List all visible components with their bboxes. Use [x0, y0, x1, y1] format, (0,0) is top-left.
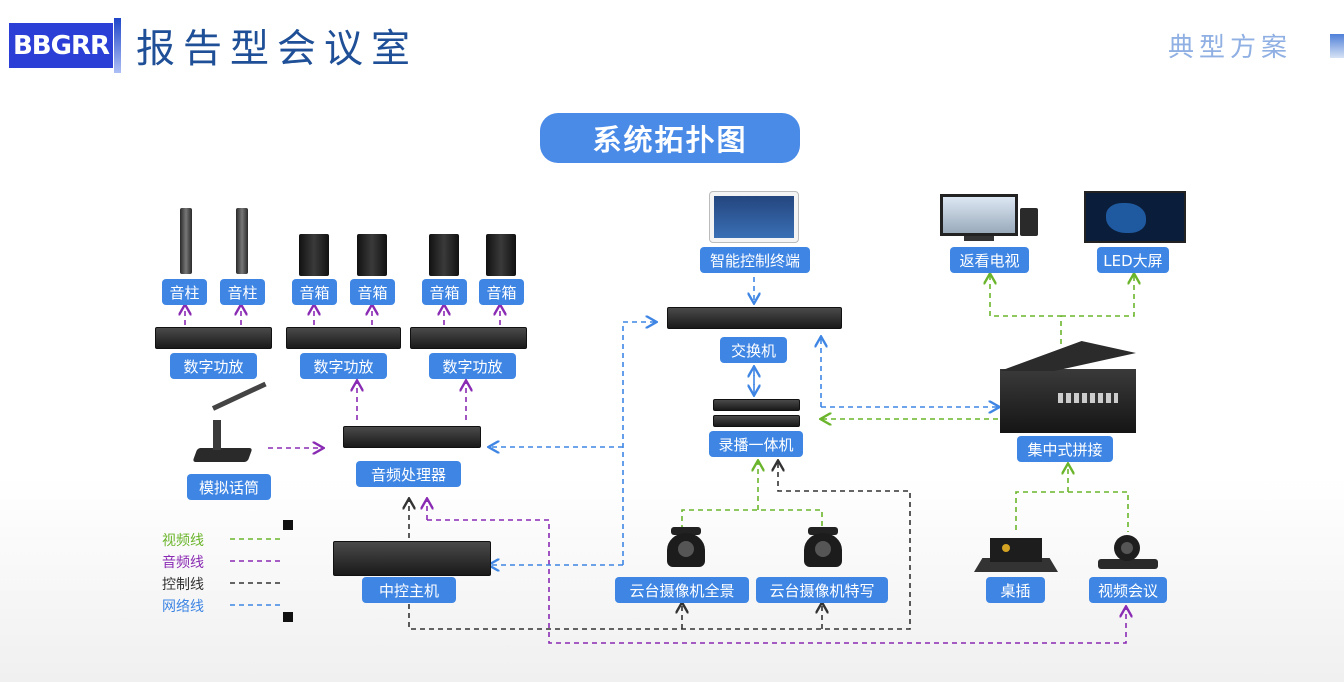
label-speaker-box-4: 音箱 — [479, 279, 524, 305]
label-speaker-box-1: 音箱 — [292, 279, 337, 305]
label-speaker-box-2: 音箱 — [350, 279, 395, 305]
label-desk-socket: 桌插 — [986, 577, 1045, 603]
desk-socket-icon — [974, 538, 1058, 574]
audio-processor-device — [343, 426, 481, 448]
brand-logo: BBGRR — [9, 23, 113, 68]
label-smart-terminal: 智能控制终端 — [700, 247, 810, 273]
corner-accent-bar — [1330, 34, 1344, 58]
page-title: 报告型会议室 — [136, 27, 419, 72]
recorder-device-bottom — [713, 415, 800, 427]
column-speaker-2 — [236, 208, 248, 274]
label-amp-3: 数字功放 — [429, 353, 516, 379]
label-microphone: 模拟话筒 — [187, 474, 271, 500]
label-camera-pano: 云台摄像机全景 — [615, 577, 749, 603]
label-speaker-column-2: 音柱 — [220, 279, 265, 305]
box-speaker-1 — [299, 234, 329, 276]
central-control-device — [333, 541, 491, 576]
led-screen-icon — [1084, 191, 1186, 243]
label-video-conference: 视频会议 — [1089, 577, 1167, 603]
label-speaker-box-3: 音箱 — [422, 279, 467, 305]
microphone-icon — [192, 381, 273, 466]
logo-accent-bar — [114, 18, 121, 73]
amplifier-1 — [155, 327, 272, 349]
box-speaker-2 — [357, 234, 387, 276]
tv-monitor-icon — [940, 194, 1040, 242]
switch-device — [667, 307, 842, 329]
video-conference-icon — [1098, 535, 1158, 571]
label-switch: 交换机 — [720, 337, 787, 363]
label-speaker-column-1: 音柱 — [162, 279, 207, 305]
label-led-screen: LED大屏 — [1097, 247, 1169, 273]
legend-video-label: 视频线 — [162, 533, 204, 549]
tablet-icon — [709, 191, 799, 243]
box-speaker-3 — [429, 234, 459, 276]
camera-pano-icon — [667, 527, 705, 571]
box-speaker-4 — [486, 234, 516, 276]
label-recorder: 录播一体机 — [709, 431, 803, 457]
corner-label: 典型方案 — [1168, 33, 1293, 63]
amplifier-2 — [286, 327, 401, 349]
label-splicer: 集中式拼接 — [1017, 436, 1113, 462]
legend-audio-label: 音频线 — [162, 555, 204, 571]
label-return-tv: 返看电视 — [950, 247, 1029, 273]
label-camera-close: 云台摄像机特写 — [756, 577, 888, 603]
legend-control-label: 控制线 — [162, 577, 204, 593]
label-audio-processor: 音频处理器 — [356, 461, 461, 487]
label-amp-2: 数字功放 — [300, 353, 387, 379]
legend-network-label: 网络线 — [162, 599, 204, 615]
column-speaker-1 — [180, 208, 192, 274]
diagram-title: 系统拓扑图 — [540, 113, 800, 163]
camera-close-icon — [804, 527, 842, 571]
splicer-device — [1000, 341, 1136, 433]
recorder-device-top — [713, 399, 800, 411]
label-central-control: 中控主机 — [362, 577, 456, 603]
label-amp-1: 数字功放 — [170, 353, 257, 379]
amplifier-3 — [410, 327, 527, 349]
